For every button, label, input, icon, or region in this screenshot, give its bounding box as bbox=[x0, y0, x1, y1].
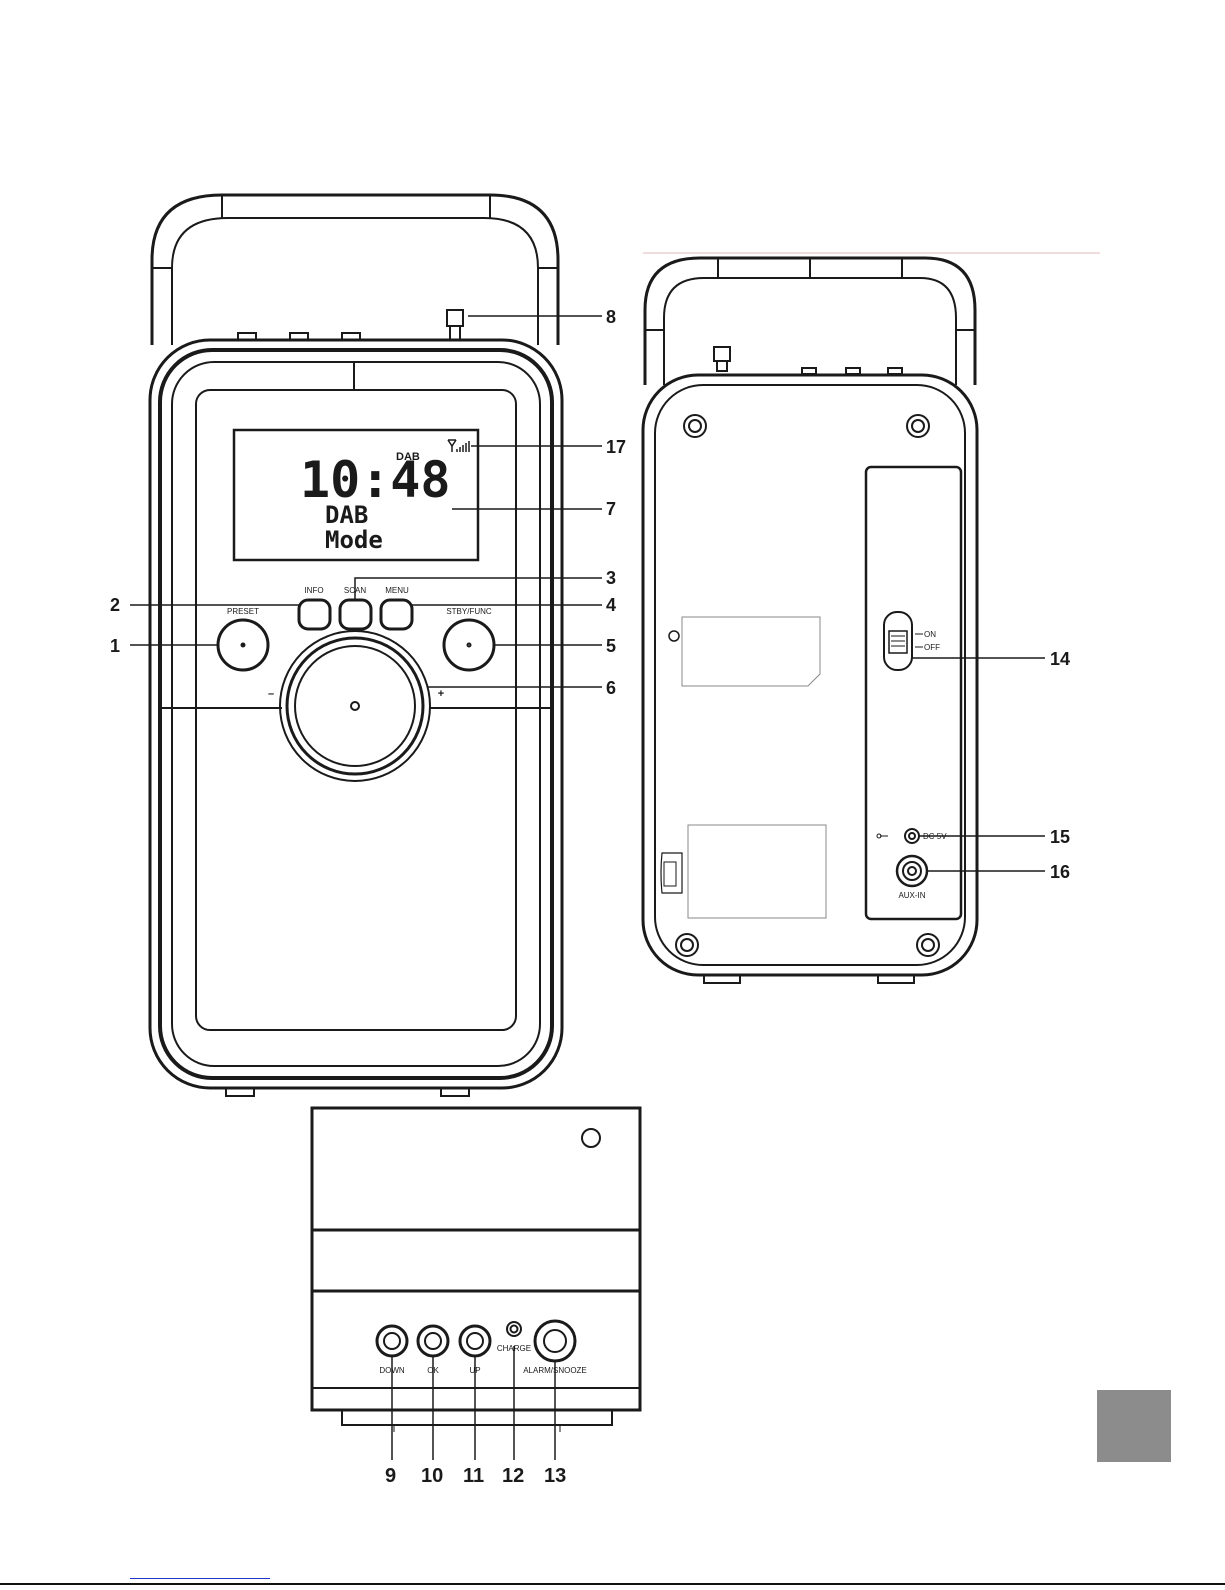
callout-11: 11 bbox=[463, 1465, 484, 1487]
aux-label: AUX-IN bbox=[898, 891, 925, 900]
lcd-line2: Mode bbox=[325, 526, 383, 554]
up-label: UP bbox=[469, 1366, 480, 1375]
back-view bbox=[643, 253, 1100, 983]
callout-7: 7 bbox=[606, 499, 616, 519]
volume-plus-label: + bbox=[438, 688, 444, 700]
stby-func-label: STBY/FUNC bbox=[446, 607, 492, 616]
page-marker bbox=[1097, 1390, 1171, 1462]
footer-link-underline bbox=[130, 1578, 270, 1579]
aux-jack[interactable] bbox=[897, 856, 927, 886]
signal-icon bbox=[448, 440, 469, 452]
ok-label: OK bbox=[427, 1366, 439, 1375]
callout-13: 13 bbox=[544, 1465, 566, 1487]
back-connector-panel bbox=[866, 467, 961, 919]
preset-label: PRESET bbox=[227, 607, 259, 616]
dc-jack[interactable] bbox=[905, 829, 919, 843]
scan-label: SCAN bbox=[344, 586, 366, 595]
callout-lines bbox=[130, 316, 1045, 1460]
callout-14: 14 bbox=[1050, 649, 1070, 669]
callout-16: 16 bbox=[1050, 862, 1070, 882]
menu-label: MENU bbox=[385, 586, 409, 595]
callout-17: 17 bbox=[606, 437, 626, 457]
alarm-snooze-button[interactable] bbox=[535, 1321, 575, 1361]
lcd-time: 10:48 bbox=[300, 451, 451, 509]
stby-func-button[interactable] bbox=[444, 620, 494, 670]
switch-off-label: OFF bbox=[924, 643, 940, 652]
tuning-knob[interactable] bbox=[280, 631, 430, 781]
callout-6: 6 bbox=[606, 678, 616, 698]
volume-minus-label: – bbox=[268, 688, 274, 700]
charge-label: CHARGE bbox=[497, 1344, 531, 1353]
callout-15: 15 bbox=[1050, 827, 1070, 847]
info-button[interactable] bbox=[299, 600, 330, 629]
antenna-icon bbox=[447, 310, 463, 340]
callout-8: 8 bbox=[606, 307, 616, 327]
scan-button[interactable] bbox=[340, 600, 371, 629]
callout-4: 4 bbox=[606, 595, 616, 615]
callout-5: 5 bbox=[606, 636, 616, 656]
ok-button[interactable] bbox=[418, 1326, 448, 1356]
back-body bbox=[643, 375, 977, 975]
down-label: DOWN bbox=[379, 1366, 405, 1375]
down-button[interactable] bbox=[377, 1326, 407, 1356]
up-button[interactable] bbox=[460, 1326, 490, 1356]
callout-10: 10 bbox=[421, 1465, 443, 1487]
switch-on-label: ON bbox=[924, 630, 936, 639]
lcd-mode-tag: DAB bbox=[396, 451, 420, 463]
callout-9: 9 bbox=[385, 1465, 396, 1487]
callout-12: 12 bbox=[502, 1465, 524, 1487]
top-body bbox=[312, 1108, 640, 1410]
front-handle-inner bbox=[172, 218, 538, 345]
callout-3: 3 bbox=[606, 568, 616, 588]
top-antenna-hole bbox=[582, 1129, 600, 1147]
top-view bbox=[312, 1108, 640, 1432]
callout-1: 1 bbox=[110, 636, 120, 656]
alarm-snooze-label: ALARM/SNOOZE bbox=[523, 1366, 587, 1375]
lcd-line1: DAB bbox=[325, 501, 368, 529]
charge-led bbox=[507, 1322, 521, 1336]
dc-label: DC 5V bbox=[923, 832, 947, 841]
info-label: INFO bbox=[304, 586, 323, 595]
menu-button[interactable] bbox=[381, 600, 412, 629]
callout-2: 2 bbox=[110, 595, 120, 615]
